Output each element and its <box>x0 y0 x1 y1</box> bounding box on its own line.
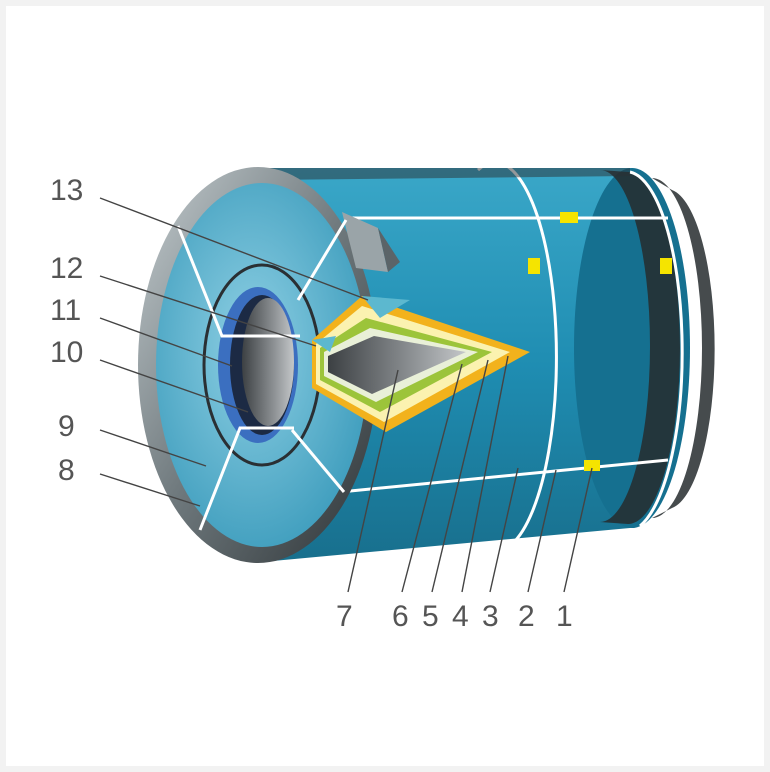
label-3: 3 <box>482 600 499 633</box>
label-13: 13 <box>50 174 83 207</box>
marker-top <box>560 212 578 223</box>
label-5: 5 <box>422 600 439 633</box>
label-11: 11 <box>50 294 81 327</box>
coil-front-face <box>138 167 400 563</box>
marker-band <box>528 258 540 274</box>
marker-group <box>528 212 672 471</box>
marker-bottom <box>584 460 600 471</box>
label-2: 2 <box>518 600 535 633</box>
label-4: 4 <box>452 600 469 633</box>
section-wedge <box>312 296 530 432</box>
label-12: 12 <box>50 252 83 285</box>
label-8: 8 <box>58 454 75 487</box>
labels: 13 12 11 10 9 8 7 6 5 4 3 2 1 <box>50 174 573 633</box>
label-7: 7 <box>336 600 353 633</box>
label-10: 10 <box>50 336 83 369</box>
label-9: 9 <box>58 410 75 443</box>
label-1: 1 <box>556 600 573 633</box>
leader-lines <box>99 197 593 593</box>
marker-right <box>660 258 672 274</box>
layer-core <box>328 336 466 394</box>
label-6: 6 <box>392 600 409 633</box>
